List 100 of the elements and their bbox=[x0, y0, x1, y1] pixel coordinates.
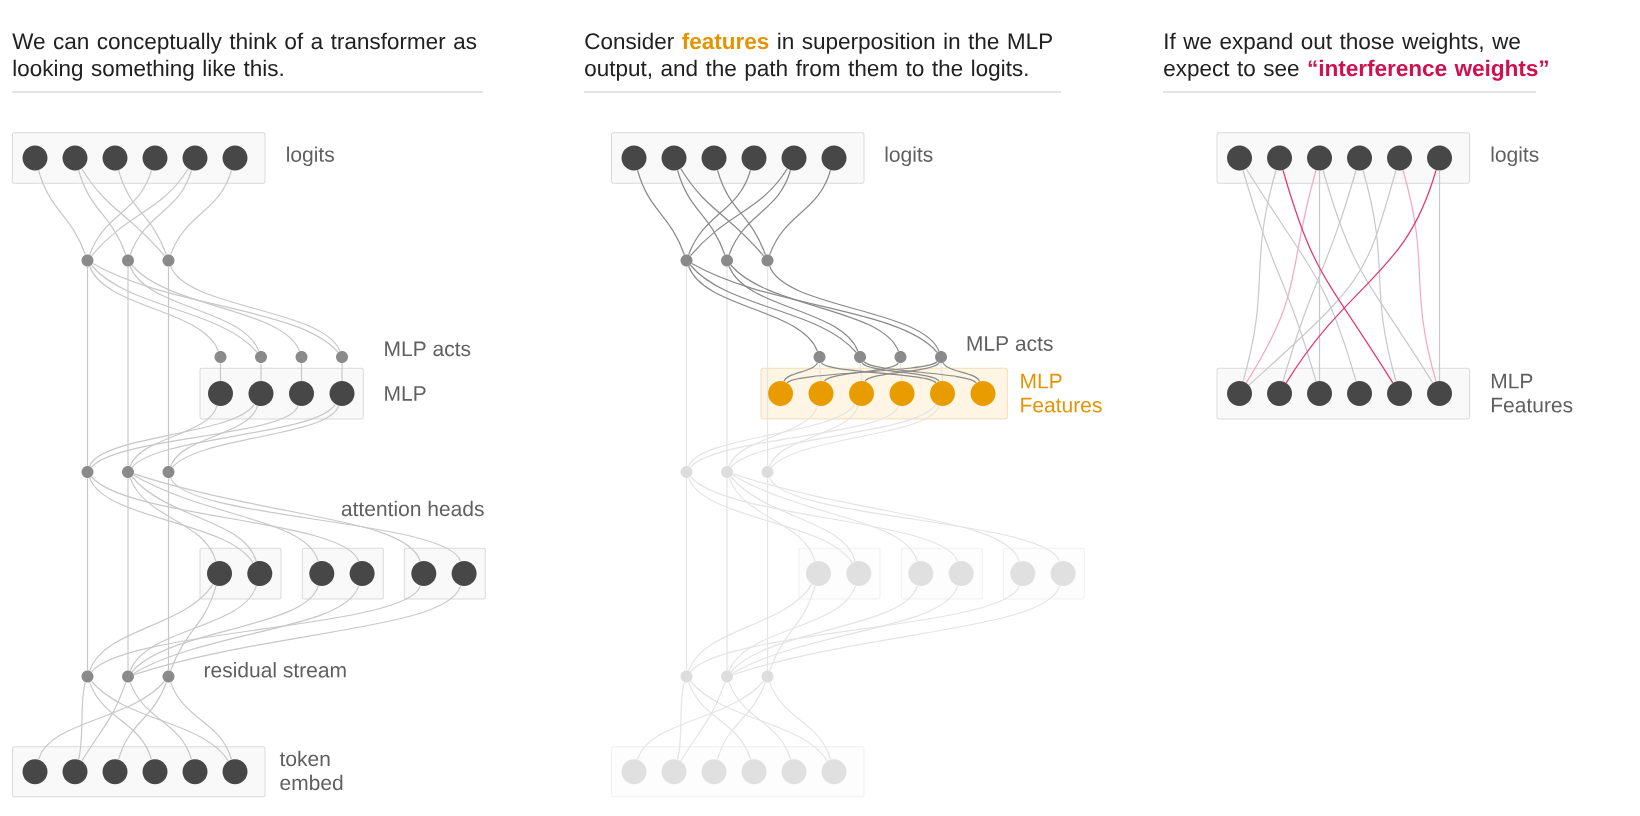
connection-line bbox=[129, 477, 217, 562]
neuron-circle bbox=[1427, 145, 1452, 171]
connection-line bbox=[81, 681, 127, 762]
connection-line bbox=[716, 169, 766, 256]
connection-line bbox=[92, 263, 339, 353]
neuron-circle bbox=[1427, 381, 1452, 407]
connection-line bbox=[689, 405, 900, 468]
connection-line bbox=[769, 681, 832, 761]
connection-line bbox=[769, 169, 832, 256]
connection-line bbox=[770, 405, 940, 468]
connection-line bbox=[689, 680, 828, 762]
neuron-circle bbox=[661, 759, 687, 785]
neuron-circle bbox=[741, 145, 767, 171]
connection-line bbox=[86, 266, 89, 467]
connection-line bbox=[131, 403, 336, 468]
connection-line bbox=[688, 477, 853, 564]
layer-label: MLP Features bbox=[1491, 373, 1573, 413]
layer-label: MLP acts bbox=[967, 336, 1053, 351]
connection-line bbox=[689, 476, 959, 562]
connection-line bbox=[730, 403, 937, 468]
connection-line bbox=[940, 362, 944, 382]
connection-line bbox=[1282, 169, 1394, 384]
neuron-circle bbox=[1307, 145, 1332, 171]
neuron-circle bbox=[908, 561, 934, 587]
connection-line bbox=[688, 169, 752, 256]
connection-line bbox=[131, 476, 257, 562]
connection-line bbox=[1248, 169, 1397, 386]
connection-line bbox=[899, 362, 903, 382]
connection-line bbox=[129, 265, 260, 352]
connection-line bbox=[728, 169, 792, 256]
connection-line bbox=[89, 169, 153, 256]
connection-line bbox=[81, 168, 166, 257]
layer-label: MLP acts bbox=[385, 341, 471, 357]
neuron-circle bbox=[1227, 381, 1252, 407]
neuron-circle bbox=[948, 561, 974, 587]
connection-line bbox=[728, 585, 856, 672]
connection-line bbox=[1242, 169, 1277, 382]
connection-line bbox=[689, 168, 788, 257]
neuron-circle bbox=[781, 759, 807, 785]
neuron-circle bbox=[621, 145, 647, 171]
connection-line bbox=[117, 169, 167, 256]
neuron-circle bbox=[970, 381, 996, 407]
neuron-circle bbox=[62, 145, 88, 171]
panel-heading: Consider features in superposition in the MLP output, and the path from them to the logits. bbox=[585, 32, 1052, 81]
neuron-circle bbox=[781, 145, 807, 171]
neuron-circle bbox=[22, 145, 48, 171]
connection-line bbox=[170, 477, 462, 562]
connection-line bbox=[1318, 170, 1321, 382]
connection-line bbox=[127, 477, 129, 671]
neuron-circle bbox=[142, 145, 168, 171]
connection-line bbox=[170, 681, 233, 761]
layer-label: token embed bbox=[279, 750, 343, 791]
connection-line bbox=[77, 169, 127, 256]
layer-label: MLP Features bbox=[1021, 373, 1102, 413]
connection-line bbox=[823, 362, 899, 382]
connection-line bbox=[728, 477, 816, 562]
neuron-circle bbox=[621, 759, 647, 785]
connection-line bbox=[783, 362, 818, 382]
connection-line bbox=[689, 264, 857, 353]
connection-line bbox=[728, 265, 859, 352]
connection-line bbox=[1285, 169, 1437, 384]
connection-line bbox=[732, 473, 1020, 562]
connection-line bbox=[732, 585, 1061, 676]
neuron-circle bbox=[661, 145, 687, 171]
neuron-circle bbox=[930, 381, 955, 407]
connection-line bbox=[1245, 168, 1357, 382]
connection-line bbox=[170, 585, 217, 672]
layer-label: MLP bbox=[385, 386, 426, 401]
neuron-circle bbox=[806, 561, 831, 587]
connection-line bbox=[821, 362, 937, 384]
layer-label: attention heads bbox=[341, 500, 484, 517]
connection-line bbox=[132, 585, 360, 674]
neuron-circle bbox=[808, 381, 834, 407]
neuron-circle bbox=[701, 759, 727, 785]
layer-label: logits bbox=[885, 146, 933, 167]
connection-line bbox=[818, 362, 822, 382]
connection-line bbox=[90, 405, 299, 468]
layer-label: residual stream bbox=[204, 662, 346, 678]
neuron-circle bbox=[22, 759, 48, 785]
connection-line bbox=[688, 681, 752, 761]
neuron-circle bbox=[102, 759, 128, 785]
connection-line bbox=[89, 583, 214, 672]
connection-line bbox=[170, 169, 233, 256]
neuron-circle bbox=[62, 759, 88, 785]
connection-line bbox=[37, 680, 166, 761]
connection-line bbox=[89, 265, 219, 352]
neuron-circle bbox=[1267, 381, 1292, 407]
connection-line bbox=[129, 681, 193, 761]
connection-line bbox=[786, 361, 938, 384]
neuron-circle bbox=[1387, 381, 1412, 407]
connection-line bbox=[942, 362, 981, 382]
neuron-circle bbox=[248, 381, 274, 407]
connection-line bbox=[170, 265, 341, 352]
connection-line bbox=[716, 681, 766, 761]
neuron-circle bbox=[247, 561, 273, 587]
neuron-circle bbox=[768, 381, 793, 407]
connection-line bbox=[132, 474, 319, 562]
connection-line bbox=[676, 169, 726, 256]
connection-line bbox=[1282, 169, 1357, 382]
connection-line bbox=[90, 585, 421, 673]
